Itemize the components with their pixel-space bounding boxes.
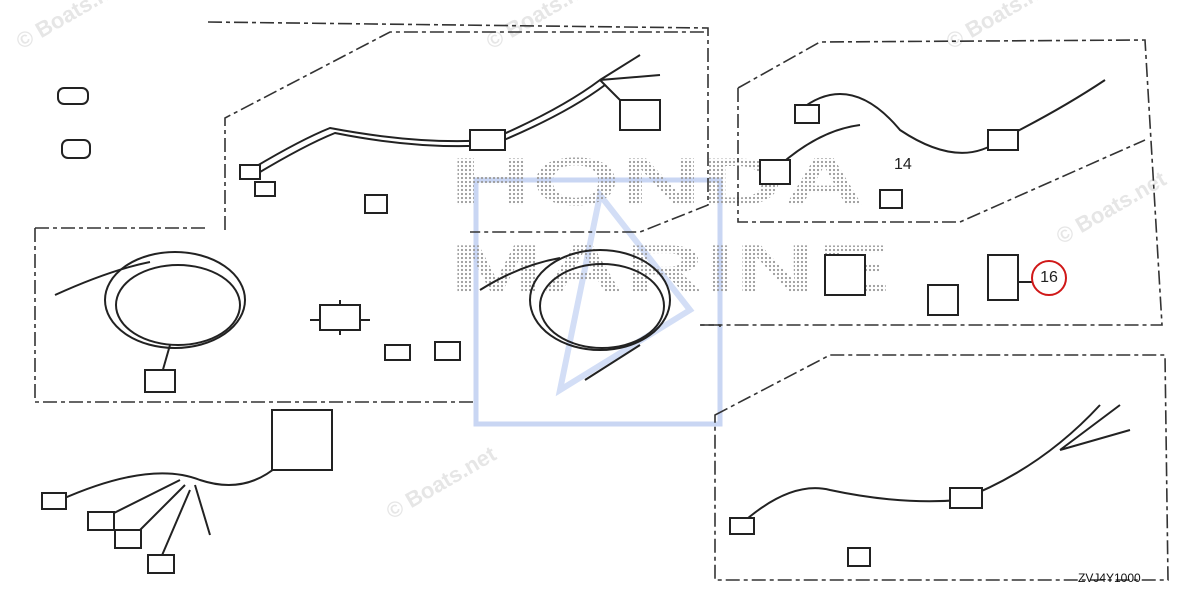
diagram-code: ZVJ4Y1000 [1078,571,1141,585]
callout-part-14[interactable]: 14 [894,156,912,173]
honda-marine-logo: HONDA MARINE [450,144,890,427]
group-box-bottom [714,354,1169,581]
callout-part-16: 16 [1040,269,1058,286]
group-box-left [34,227,721,403]
callout-part-16-highlighted[interactable]: 16 [1031,260,1067,296]
group-box-right [700,39,1163,326]
svg-text:HONDA: HONDA [450,144,865,220]
group-box-top [207,21,709,233]
